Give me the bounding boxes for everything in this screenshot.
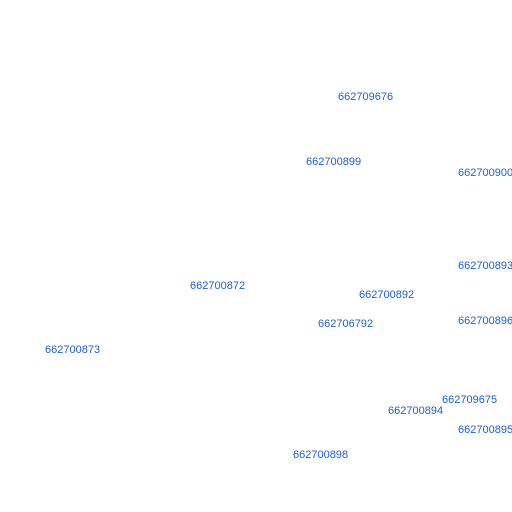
parcel-label[interactable]: 662700873 — [45, 344, 101, 356]
parcel-label[interactable]: 662700894 — [388, 405, 444, 417]
parcel-label[interactable]: 662700895 — [458, 424, 512, 436]
parcel-label[interactable]: 662700893 — [458, 260, 512, 272]
parcel-label[interactable]: 662700898 — [293, 449, 349, 461]
parcel-label[interactable]: 662706792 — [318, 318, 374, 330]
parcel-label[interactable]: 662700899 — [306, 156, 362, 168]
parcel-label[interactable]: 662709676 — [338, 91, 394, 103]
parcel-label[interactable]: 662700900 — [458, 167, 512, 179]
parcel-label[interactable]: 662700892 — [359, 289, 415, 301]
parcel-label[interactable]: 662700872 — [190, 280, 246, 292]
parcel-label[interactable]: 662709675 — [442, 394, 498, 406]
parcel-label[interactable]: 662700896 — [458, 315, 512, 327]
